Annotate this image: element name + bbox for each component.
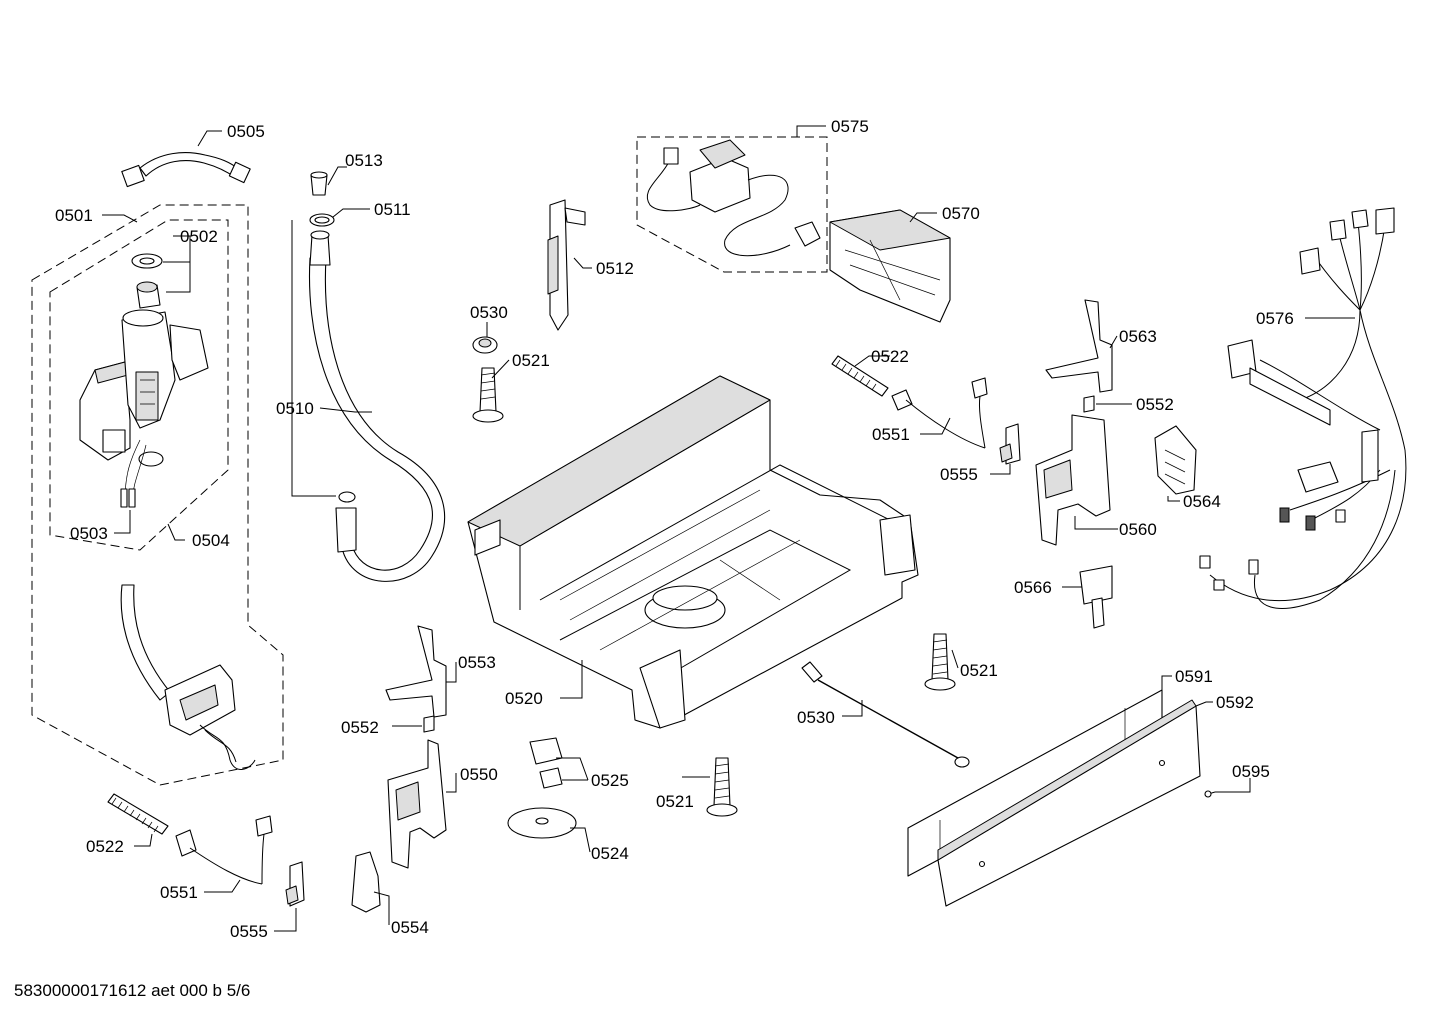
- part-0521-screw-right: [924, 633, 956, 691]
- part-0595: [1204, 790, 1216, 798]
- label-0570: 0570: [942, 204, 980, 223]
- label-0522-left: 0522: [86, 837, 124, 856]
- part-0555-clip-right: [999, 423, 1021, 465]
- part-0511: [309, 213, 335, 227]
- part-0554: [351, 851, 381, 913]
- label-0502: 0502: [180, 227, 218, 246]
- part-0555-clip-left: [285, 861, 305, 907]
- part-0521-screw-upper: [472, 367, 504, 423]
- label-0504: 0504: [192, 531, 230, 550]
- label-0525: 0525: [591, 771, 629, 790]
- label-0555-left: 0555: [230, 922, 268, 941]
- part-0522-spring-right: [831, 355, 889, 397]
- part-0570: [829, 209, 951, 323]
- document-reference: 58300000171612 aet 000 b 5/6: [14, 981, 251, 1000]
- label-0552-right: 0552: [1136, 395, 1174, 414]
- label-0501: 0501: [55, 206, 93, 225]
- label-0595: 0595: [1232, 762, 1270, 781]
- part-0560: [1035, 414, 1111, 546]
- label-0553: 0553: [458, 653, 496, 672]
- part-0553: [385, 625, 447, 718]
- assembly-0575-outline: [636, 136, 828, 273]
- part-0510: [308, 230, 446, 582]
- part-0564: [1154, 425, 1197, 495]
- label-0511: 0511: [374, 200, 411, 219]
- label-0522-right: 0522: [871, 347, 909, 366]
- part-0520-base: [467, 375, 919, 729]
- label-0566: 0566: [1014, 578, 1052, 597]
- label-0521-lower: 0521: [656, 792, 694, 811]
- label-0521-right: 0521: [960, 661, 998, 680]
- part-0576: [1199, 207, 1407, 609]
- label-0510: 0510: [276, 399, 314, 418]
- label-0563: 0563: [1119, 327, 1157, 346]
- label-0564: 0564: [1183, 492, 1221, 511]
- label-0521-upper: 0521: [512, 351, 550, 370]
- label-0560: 0560: [1119, 520, 1157, 539]
- part-0502: [131, 253, 163, 309]
- label-0552-left: 0552: [341, 718, 379, 737]
- label-0591: 0591: [1175, 667, 1213, 686]
- label-0592: 0592: [1216, 693, 1254, 712]
- part-0552-clip-right: [1083, 395, 1095, 413]
- inlet-valve: [79, 309, 209, 461]
- part-0521-screw-lower: [706, 757, 738, 817]
- part-0505: [121, 152, 251, 188]
- part-0503: [120, 439, 164, 508]
- callout-labels: 0505 0501 0502 0503 0504 0513 0511 0510 …: [55, 117, 1294, 941]
- part-0530-nut: [472, 336, 498, 354]
- part-0512: [547, 199, 586, 331]
- label-0551-right: 0551: [872, 425, 910, 444]
- label-0505: 0505: [227, 122, 265, 141]
- part-0566: [1079, 565, 1113, 629]
- part-0504: [120, 584, 256, 770]
- label-0520: 0520: [505, 689, 543, 708]
- assembly-0501-outline: [31, 204, 284, 786]
- part-0522-spring-left: [107, 793, 169, 835]
- part-0563: [1045, 299, 1113, 393]
- part-0524: [507, 807, 577, 839]
- label-0576: 0576: [1256, 309, 1294, 328]
- part-0551-sensor-left: [175, 815, 273, 885]
- part-0575: [647, 139, 821, 257]
- label-0575: 0575: [831, 117, 869, 136]
- leader-lines: [102, 125, 1355, 932]
- label-0551-left: 0551: [160, 883, 198, 902]
- label-0555-right: 0555: [940, 465, 978, 484]
- part-0525: [529, 737, 563, 789]
- label-0554: 0554: [391, 918, 429, 937]
- label-0550: 0550: [460, 765, 498, 784]
- part-0530-cable: [801, 661, 970, 768]
- part-0592: [937, 699, 1201, 907]
- label-0512: 0512: [596, 259, 634, 278]
- part-0552-clip-left: [423, 715, 435, 733]
- part-0550: [387, 739, 447, 869]
- part-0551-sensor-right: [891, 377, 988, 449]
- label-0513: 0513: [345, 151, 383, 170]
- part-0513: [310, 171, 328, 196]
- label-0530-upper: 0530: [470, 303, 508, 322]
- label-0503: 0503: [70, 524, 108, 543]
- label-0524: 0524: [591, 844, 629, 863]
- label-0530-cable: 0530: [797, 708, 835, 727]
